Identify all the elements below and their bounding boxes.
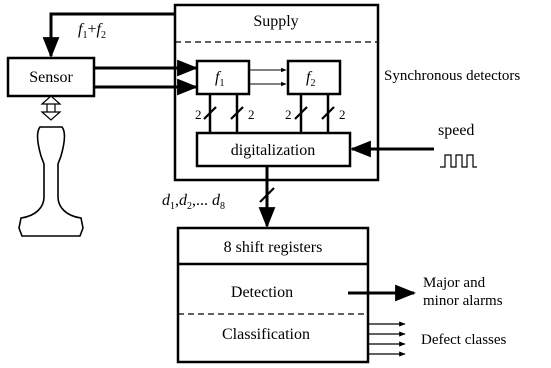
detection-label: Detection	[231, 284, 293, 301]
alarms-line-2: minor alarms	[423, 293, 503, 309]
detector-f2-label: f2	[306, 69, 315, 89]
f1-to-f2-arrows	[250, 67, 287, 87]
defect-classes-label: Defect classes	[421, 332, 507, 348]
detector-f2-box	[286, 59, 342, 96]
shift-registers-label: 8 shift registers	[224, 239, 323, 256]
data-bus-label: d1,d2,... d8	[162, 192, 225, 212]
detector-f1-box	[195, 59, 251, 96]
sensor-label: Sensor	[29, 69, 73, 86]
alarms-line-1: Major and	[423, 275, 486, 291]
detector-buses	[208, 94, 330, 133]
sensor-to-detectors	[95, 59, 199, 96]
supply-box	[173, 3, 380, 182]
bus-slashes	[203, 106, 335, 120]
speed-label: speed	[438, 122, 474, 139]
bus-width-2: 2	[248, 107, 255, 122]
digitalization-label: digitalization	[231, 142, 315, 159]
supply-label: Supply	[253, 13, 298, 30]
feed-line	[42, 12, 175, 59]
defect-class-arrows	[368, 321, 406, 357]
feed-label: f1+f2	[78, 21, 106, 41]
processor-box	[176, 226, 370, 364]
rail-profile	[18, 126, 84, 237]
bus-width-1: 2	[195, 107, 202, 122]
bus-width-4: 2	[339, 107, 346, 122]
data-bus-slash	[259, 187, 275, 203]
detector-f1-label: f1	[215, 69, 224, 89]
sensor-rail-link	[40, 95, 62, 121]
speed-pulse-icon	[440, 154, 477, 168]
detectors-caption: Synchronous detectors	[384, 68, 520, 84]
classification-label: Classification	[222, 326, 310, 343]
digitalization-box	[195, 131, 352, 168]
bus-width-3: 2	[285, 107, 292, 122]
